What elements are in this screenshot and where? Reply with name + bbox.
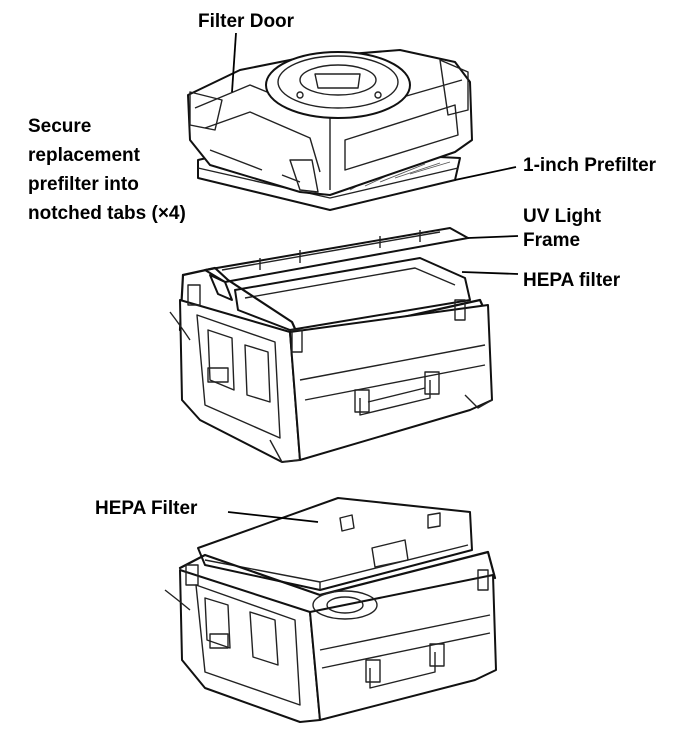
label-secure-line-4: notched tabs (×4) (28, 203, 186, 224)
label-secure-line-1: Secure (28, 116, 92, 137)
leader-uv-frame (467, 235, 519, 239)
hepa-filter-tilted (197, 497, 473, 591)
label-hepa-filter-upper: HEPA Filter (95, 497, 197, 521)
leader-prefilter (454, 166, 517, 181)
label-hepa-filter-upper-text: HEPA Filter (95, 498, 198, 519)
leader-hepa-lower (461, 271, 519, 275)
label-secure-line-3: prefilter into (28, 174, 139, 195)
label-filter-door: Filter Door (198, 10, 294, 34)
label-hepa-filter-lower: HEPA filter (523, 269, 620, 293)
filter-door-unit (187, 49, 473, 211)
label-prefilter-text: 1-inch Prefilter (523, 155, 657, 176)
label-uv-line-1: UV Light (523, 206, 602, 227)
label-uv-light-frame: UV Light Frame (523, 205, 601, 253)
label-prefilter: 1-inch Prefilter (523, 154, 656, 178)
leader-filter-door (231, 32, 237, 93)
leader-hepa-upper (227, 511, 319, 523)
bottom-unit (164, 497, 497, 723)
leader-lines (227, 32, 519, 523)
label-secure-prefilter: Secure replacement prefilter into notche… (28, 112, 186, 228)
middle-unit (169, 227, 493, 463)
label-uv-line-2: Frame (523, 230, 581, 251)
label-filter-door-text: Filter Door (198, 11, 295, 32)
label-hepa-filter-lower-text: HEPA filter (523, 270, 621, 291)
label-secure-line-2: replacement (28, 145, 140, 166)
